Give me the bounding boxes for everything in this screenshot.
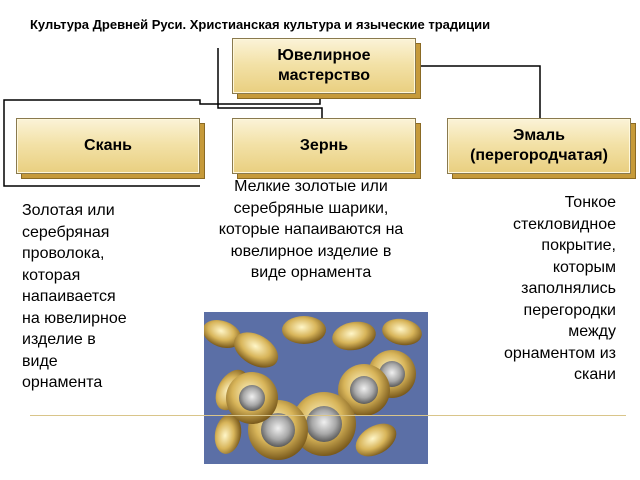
description-emal-line: заполнялись <box>521 280 616 297</box>
description-skan: Золотая или серебряная проволока, котора… <box>22 200 172 394</box>
description-emal-line: которым <box>552 258 616 276</box>
box-zern: Зернь <box>232 118 416 174</box>
description-emal-line: перегородки <box>523 301 616 319</box>
description-zern-line: Мелкие золотые или <box>234 178 388 195</box>
description-emal-line: стекловидное <box>512 215 616 233</box>
description-skan-line: орнамента <box>22 374 103 391</box>
jewelry-necklace-illustration <box>204 312 428 464</box>
box-skan-label: Скань <box>84 137 132 154</box>
box-emal-line-2: (перегородчатая) <box>470 147 608 164</box>
description-skan-line: изделие в <box>22 331 96 348</box>
description-skan-line: проволока, <box>22 245 105 262</box>
box-jewelry-craft-line-1: Ювелирное <box>277 47 371 64</box>
description-skan-line: виде <box>22 352 58 370</box>
description-emal: Тонкое стекловидное покрытие, которым за… <box>448 192 616 386</box>
description-emal-line: между <box>568 323 616 340</box>
jewelry-photo <box>204 312 428 464</box>
box-emal: Эмаль (перегородчатая) <box>447 118 631 174</box>
connector-top-to-skan <box>3 92 321 187</box>
description-zern-line: виде орнамента <box>250 264 372 281</box>
box-skan: Скань <box>16 118 200 174</box>
description-skan-line: которая <box>22 266 81 284</box>
slide-title: Культура Древней Руси. Христианская куль… <box>30 17 491 32</box>
description-skan-line: на ювелирное <box>22 309 127 327</box>
description-skan-line: напаивается <box>22 288 116 305</box>
bottom-divider <box>30 415 626 416</box>
description-zern-line: серебряные шарики, <box>233 199 389 217</box>
description-emal-line: Тонкое <box>564 194 616 211</box>
description-emal-line: орнаментом из <box>503 344 616 362</box>
description-zern: Мелкие золотые или серебряные шарики, ко… <box>180 176 442 284</box>
description-skan-line: Золотая или <box>22 202 115 219</box>
description-zern-line: которые напаиваются на <box>218 221 404 238</box>
description-emal-line: скани <box>573 366 616 383</box>
box-jewelry-craft-line-2: мастерство <box>277 67 371 84</box>
connector-top-to-zern <box>217 48 323 118</box>
box-emal-line-1: Эмаль <box>513 127 565 144</box>
description-skan-line: серебряная <box>22 223 110 241</box>
box-jewelry-craft: Ювелирное мастерство <box>232 38 416 94</box>
connector-top-to-emal <box>414 65 541 118</box>
description-zern-line: ювелирное изделие в <box>230 242 392 260</box>
box-zern-label: Зернь <box>299 137 349 154</box>
description-emal-line: покрытие, <box>541 237 616 254</box>
